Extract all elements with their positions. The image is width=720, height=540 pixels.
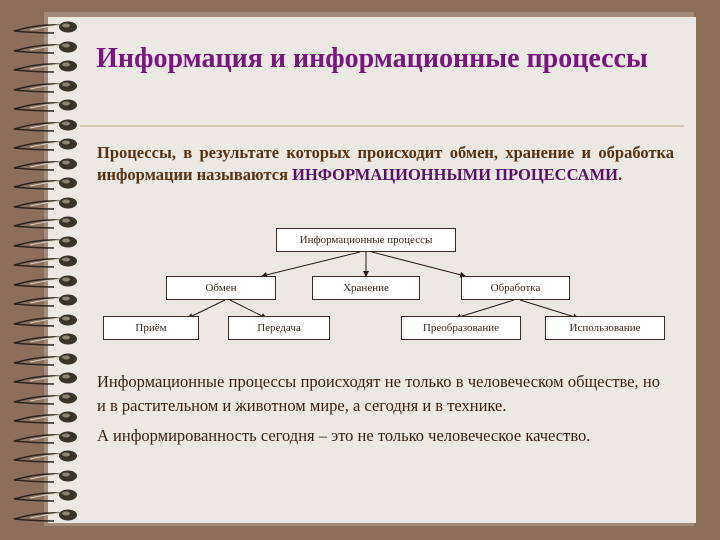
spiral-ring-icon (10, 293, 80, 307)
spiral-ring-icon (10, 449, 80, 463)
definition-end: . (618, 165, 623, 184)
spiral-ring-icon (10, 196, 80, 210)
spiral-ring-icon (10, 508, 80, 522)
slide-title: Информация и информационные процессы (96, 43, 648, 74)
arrow (187, 299, 226, 319)
spiral-ring-icon (10, 469, 80, 483)
arrow (229, 299, 267, 319)
arrow (519, 299, 579, 320)
spiral-ring-icon (10, 254, 80, 268)
spiral-ring-icon (10, 430, 80, 444)
spiral-ring-icon (10, 176, 80, 190)
spiral-ring-icon (10, 59, 80, 73)
node-receive: Приём (103, 316, 199, 340)
spiral-ring-icon (10, 20, 80, 34)
notebook-page (48, 17, 696, 523)
spiral-ring-icon (10, 313, 80, 327)
spiral-ring-icon (10, 98, 80, 112)
definition-body: Процессы, в результате которых происходи… (97, 143, 674, 184)
spiral-ring-icon (10, 40, 80, 54)
arrow (371, 251, 466, 278)
spiral-ring-icon (10, 391, 80, 405)
node-processing: Обработка (461, 276, 570, 300)
spiral-ring-icon (10, 137, 80, 151)
spiral-ring-icon (10, 79, 80, 93)
node-transform: Преобразование (401, 316, 521, 340)
arrow (261, 251, 361, 278)
definition-text: Процессы, в результате которых происходи… (97, 142, 674, 186)
spiral-ring-icon (10, 410, 80, 424)
spiral-ring-icon (10, 488, 80, 502)
spiral-ring-icon (10, 118, 80, 132)
node-exchange: Обмен (166, 276, 276, 300)
node-transmit: Передача (228, 316, 330, 340)
spiral-ring-icon (10, 215, 80, 229)
spiral-ring-icon (10, 352, 80, 366)
node-use: Использование (545, 316, 665, 340)
arrow (455, 299, 515, 320)
paragraph-2: А информированность сегодня – это не тол… (97, 426, 591, 445)
node-info-processes: Информационные процессы (276, 228, 456, 252)
spiral-ring-icon (10, 371, 80, 385)
node-storage: Хранение (312, 276, 420, 300)
spiral-ring-icon (10, 235, 80, 249)
paragraph-1: Информационные процессы происходят не то… (97, 372, 660, 415)
spiral-ring-icon (10, 157, 80, 171)
spiral-ring-icon (10, 274, 80, 288)
title-divider (80, 125, 684, 127)
spiral-ring-icon (10, 332, 80, 346)
definition-highlight: ИНФОРМАЦИОННЫМИ ПРОЦЕССАМИ (292, 165, 618, 184)
